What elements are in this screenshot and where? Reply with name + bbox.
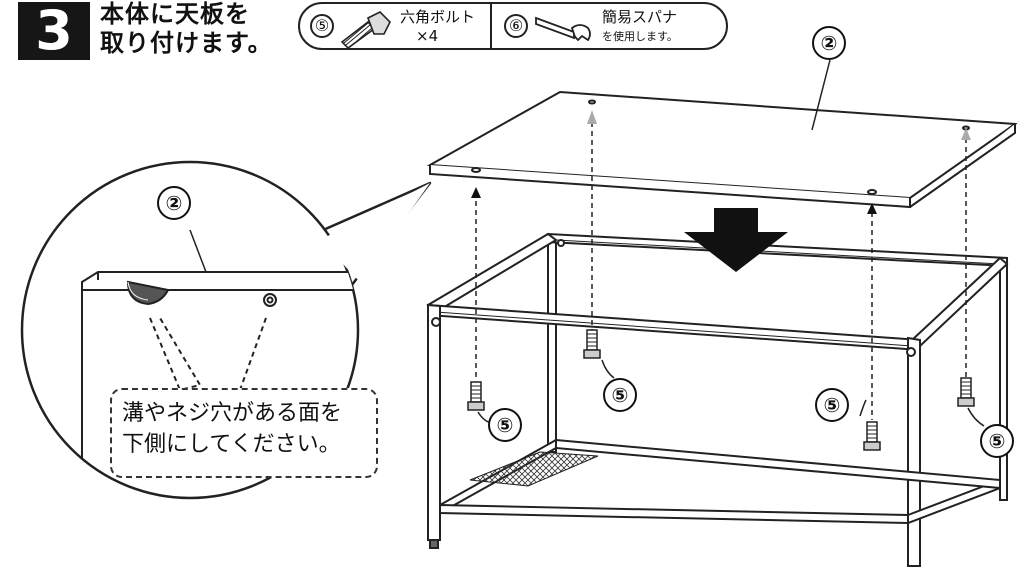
bolt-guide-arrows [475, 122, 967, 420]
part-5-number: ⑤ [310, 14, 334, 38]
label-bolt-back-left: ⑤ [603, 378, 637, 412]
label-bolt-front-right: ⑤ [815, 388, 849, 422]
down-arrow-icon [684, 208, 788, 272]
label-detail-panel: ② [157, 186, 191, 220]
label-bolt-back-right: ⑤ [980, 424, 1014, 458]
table-top-panel [426, 90, 1017, 209]
hex-bolts [467, 329, 975, 451]
step-title: 本体に天板を 取り付けます。 [100, 0, 273, 57]
part-5-qty: ×4 [416, 27, 439, 45]
hex-bolt-icon [340, 11, 391, 48]
wrench-icon [535, 16, 591, 42]
detail-note: 溝やネジ穴がある面を 下側にしてください。 [110, 388, 378, 478]
label-bolt-front-left: ⑤ [488, 408, 522, 442]
table-frame [426, 232, 1009, 567]
part-5-name: 六角ボルト [400, 8, 476, 26]
part-6-note: を使用します。 [602, 30, 678, 43]
step-number: 3 [18, 2, 90, 60]
part-6-number: ⑥ [504, 14, 528, 38]
part-6-name: 簡易スパナ [602, 8, 678, 26]
parts-divider [490, 4, 492, 48]
label-top-panel: ② [812, 26, 846, 60]
parts-list: ⑤ 六角ボルト ×4 ⑥ 簡易スパナ を使用します。 [298, 2, 728, 50]
